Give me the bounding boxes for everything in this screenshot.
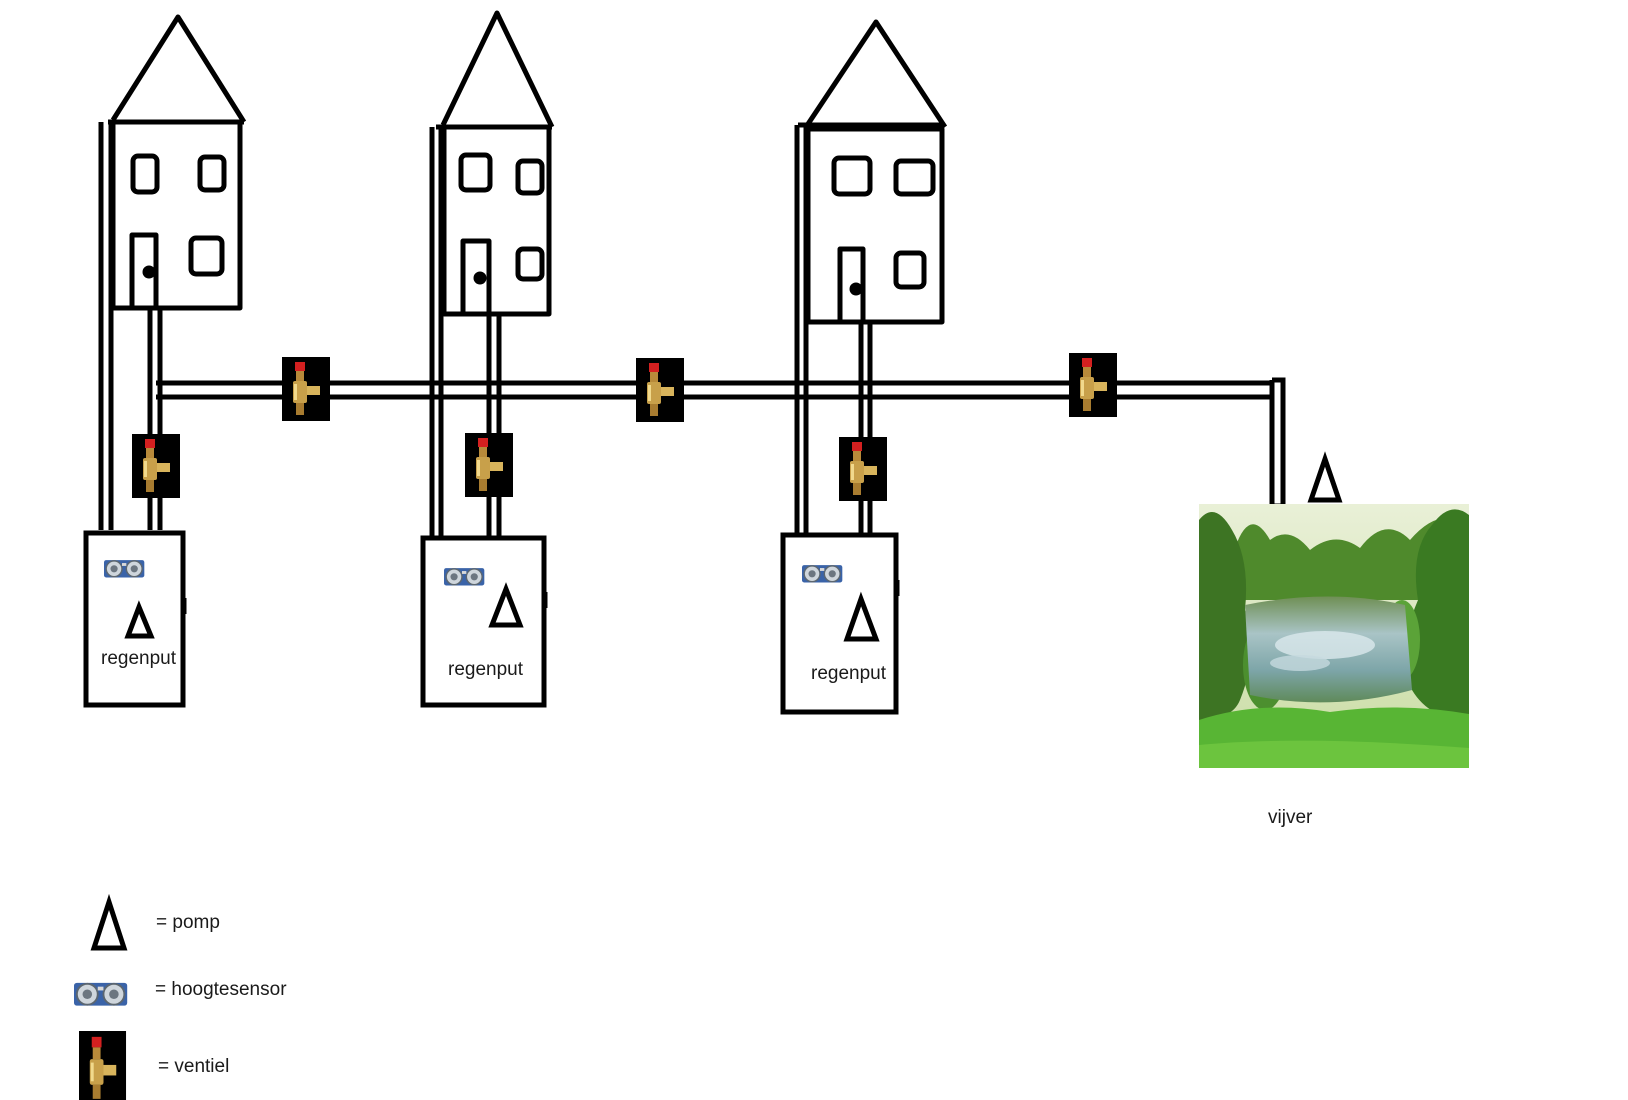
rain-tank xyxy=(420,535,548,708)
pump-icon xyxy=(488,582,524,628)
pipe xyxy=(429,127,502,540)
house xyxy=(798,19,948,325)
legend-pump-icon xyxy=(90,893,128,951)
height-sensor-icon xyxy=(103,559,146,579)
height-sensor-icon xyxy=(801,564,844,584)
valve-icon xyxy=(132,434,180,498)
tank-label: regenput xyxy=(448,659,524,680)
legend-pump-text: = pomp xyxy=(156,912,220,933)
valve-icon xyxy=(465,433,513,497)
valve-icon xyxy=(1069,353,1117,417)
tank-label: regenput xyxy=(811,663,887,684)
legend-valve-text: = ventiel xyxy=(158,1056,230,1077)
legend-height-sensor-icon xyxy=(73,981,129,1007)
pipe xyxy=(98,122,163,530)
house xyxy=(108,14,247,311)
house xyxy=(436,10,555,317)
valve-icon xyxy=(636,358,684,422)
pond-label: vijver xyxy=(1268,807,1313,828)
pond-image xyxy=(1199,504,1469,768)
pump-icon xyxy=(843,591,880,642)
pump-icon xyxy=(1307,451,1343,503)
valve-icon xyxy=(282,357,330,421)
tank-label: regenput xyxy=(101,648,177,669)
rain-tank xyxy=(780,532,900,715)
height-sensor-icon xyxy=(443,567,486,587)
legend-sensor-text: = hoogtesensor xyxy=(155,979,287,1000)
pump-icon xyxy=(124,600,155,639)
valve-icon xyxy=(839,437,887,501)
legend-valve-icon xyxy=(79,1031,127,1100)
